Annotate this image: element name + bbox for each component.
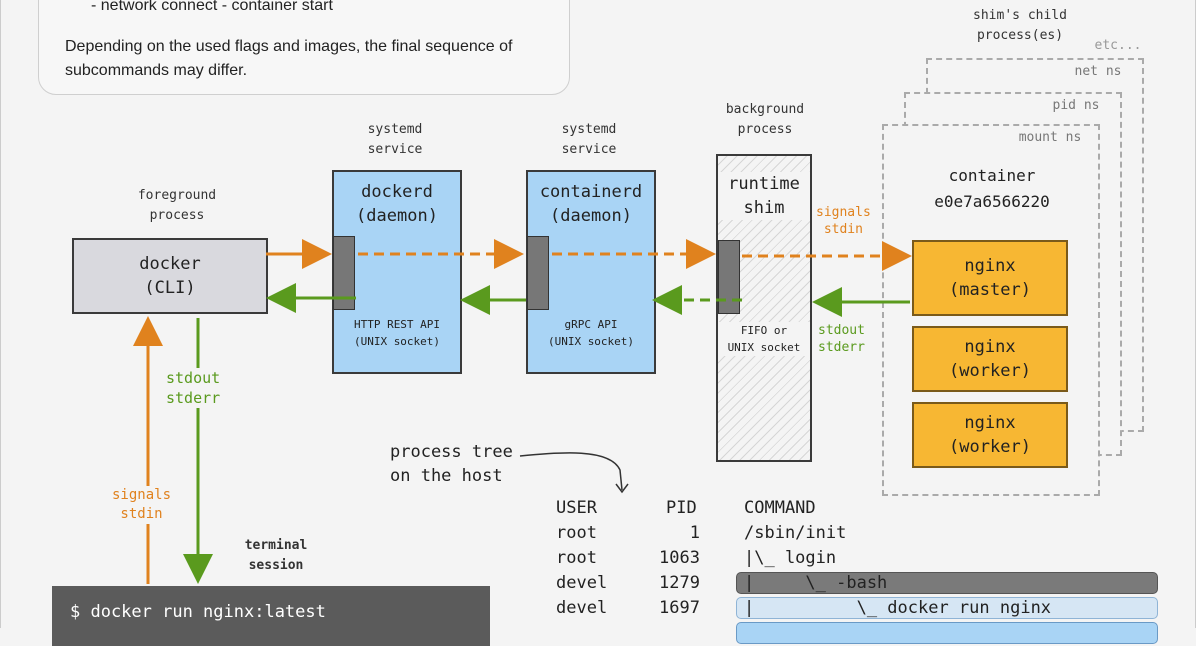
containerd-caption: systemd service [561, 122, 617, 157]
dockerd-caption: systemd service [367, 122, 423, 157]
containerd-api-label: gRPC API (UNIX socket) [547, 318, 635, 348]
frame-left [0, 0, 1, 628]
docker-cli-box: docker (CLI) [72, 238, 268, 314]
nginx-worker-1-role: (worker) [949, 361, 1031, 381]
nginx-worker-2-role: (worker) [949, 437, 1031, 457]
note-line-1: - network connect - container start [91, 0, 333, 14]
terminal-window[interactable]: $ docker run nginx:latest [52, 586, 490, 646]
nginx-worker-box-2: nginx (worker) [912, 402, 1068, 468]
nginx-master-name: nginx [964, 256, 1016, 276]
row-1-user: root [556, 523, 597, 543]
dockerd-socket [333, 236, 355, 310]
process-tree-label: process tree on the host [390, 442, 513, 486]
row-2-user: root [556, 548, 597, 568]
row-4-user: devel [556, 598, 608, 618]
note-line-2: Depending on the used flags and images, … [65, 38, 513, 79]
docker-subtitle: (CLI) [144, 278, 196, 298]
header-user: USER [556, 498, 597, 518]
shim-title: runtime shim [718, 172, 810, 220]
terminal-session-label: terminal session [244, 538, 308, 573]
nginx-worker-1-name: nginx [964, 337, 1016, 357]
container-title: container [948, 166, 1036, 185]
row-3-command: | \_ -bash [744, 573, 888, 593]
row-2-pid: 1063 [659, 548, 700, 568]
mount-ns-label: mount ns [1018, 130, 1082, 145]
arrow-process-tree [519, 452, 623, 491]
container-id: e0e7a6566220 [934, 192, 1050, 211]
arrows-layer [133, 239, 912, 584]
net-ns-label: net ns [1074, 64, 1122, 79]
containerd-subtitle: (daemon) [550, 206, 632, 226]
signals-stdin-label-right: signals stdin [816, 205, 871, 237]
row-3-user: devel [556, 573, 608, 593]
etc-label: etc... [1094, 38, 1142, 53]
row-1-command: /sbin/init [744, 523, 847, 543]
row-2-command: |\_ login [744, 548, 837, 568]
signals-stdin-label-left: signals stdin [112, 486, 172, 524]
shim-socket [718, 240, 740, 314]
nginx-worker-box-1: nginx (worker) [912, 326, 1068, 392]
docker-run-row-highlight [736, 597, 1158, 619]
row-4-pid: 1697 [659, 598, 700, 618]
info-note: - network connect - container start Depe… [38, 0, 570, 95]
pid-ns-label: pid ns [1052, 98, 1100, 113]
containerd-socket [527, 236, 549, 310]
row-1-pid: 1 [689, 523, 700, 543]
terminal-command: $ docker run nginx:latest [70, 602, 326, 622]
header-command: COMMAND [744, 498, 816, 518]
containerd-title: containerd [539, 182, 643, 202]
dockerd-api-label: HTTP REST API (UNIX socket) [353, 318, 441, 348]
dockerd-title: dockerd [361, 182, 433, 202]
next-row-highlight [736, 622, 1158, 644]
runtime-shim-box: runtime shim FIFO or UNIX socket [716, 154, 812, 462]
stdout-stderr-label-left: stdout stderr [166, 368, 221, 408]
stdout-stderr-label-right: stdout stderr [818, 323, 865, 355]
bash-row-highlight [736, 572, 1158, 594]
row-4-command: | \_ docker run nginx [744, 598, 1052, 618]
docker-title: docker [139, 254, 201, 274]
shim-caption: background process [725, 102, 805, 137]
nginx-master-box: nginx (master) [912, 240, 1068, 316]
nginx-worker-2-name: nginx [964, 413, 1016, 433]
shim-api-label: FIFO or UNIX socket [718, 322, 810, 356]
nginx-master-role: (master) [949, 280, 1031, 300]
docker-caption: foreground process [137, 188, 217, 223]
dockerd-subtitle: (daemon) [356, 206, 438, 226]
row-3-pid: 1279 [659, 573, 700, 593]
children-caption: shim's child process(es) [973, 8, 1067, 43]
header-pid: PID [666, 498, 697, 518]
